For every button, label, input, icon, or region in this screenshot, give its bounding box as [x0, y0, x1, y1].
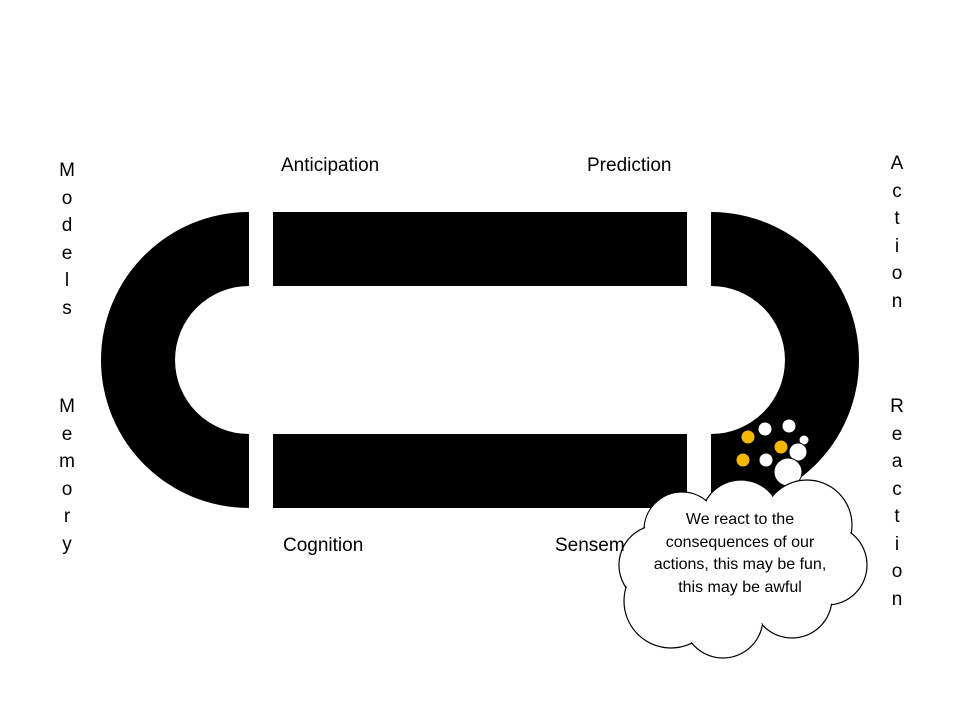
label-models: M o d e l s: [59, 160, 75, 319]
token-white: [759, 453, 773, 467]
token-white: [782, 419, 796, 433]
top-bar-segment: [273, 212, 687, 286]
label-memory: M e m o r y: [59, 396, 75, 555]
token-white: [758, 422, 772, 436]
token-gold: [774, 440, 788, 454]
label-action: A c t i o n: [890, 153, 904, 312]
callout-text: We react to the consequences of our acti…: [653, 511, 827, 596]
label-sensemaking: Sensem: [555, 535, 625, 556]
label-cognition: Cognition: [283, 535, 364, 556]
label-anticipation: Anticipation: [281, 155, 380, 176]
left-arc-segment: [101, 212, 249, 508]
token-gold: [736, 453, 750, 467]
label-prediction: Prediction: [587, 155, 672, 176]
token-gold: [741, 430, 755, 444]
bottom-bar-segment: [273, 434, 687, 508]
cloud-fill: [620, 481, 866, 657]
bubble-trail-dot: [788, 442, 808, 462]
label-reaction: R e a c t i o n: [890, 396, 904, 610]
